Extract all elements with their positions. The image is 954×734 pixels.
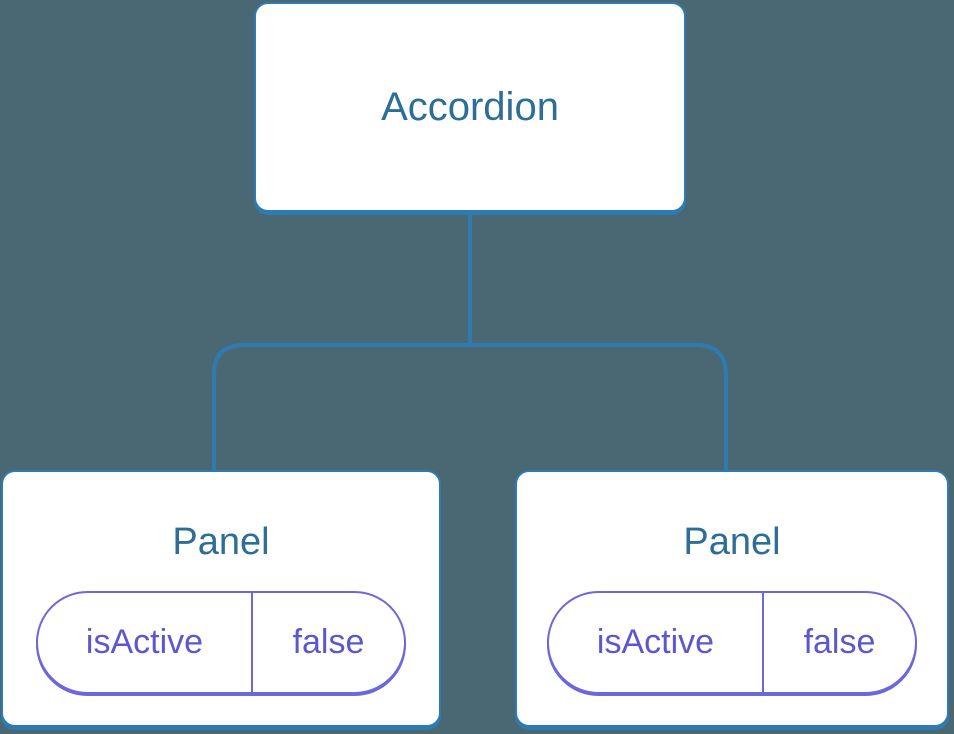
state-value: false (292, 623, 365, 661)
root-node-label: Accordion (381, 84, 559, 129)
state-pill: isActive false (547, 591, 917, 694)
state-name: isActive (38, 593, 253, 692)
root-node-accordion: Accordion (254, 2, 686, 212)
state-value: false (803, 623, 876, 661)
panel-label: Panel (172, 520, 270, 563)
state-name: isActive (549, 593, 764, 692)
panel-node-right: Panel isActive false (515, 470, 949, 727)
panel-label: Panel (683, 520, 781, 563)
state-pill: isActive false (36, 591, 406, 694)
connector-bracket (212, 343, 728, 470)
panel-node-left: Panel isActive false (1, 470, 441, 727)
